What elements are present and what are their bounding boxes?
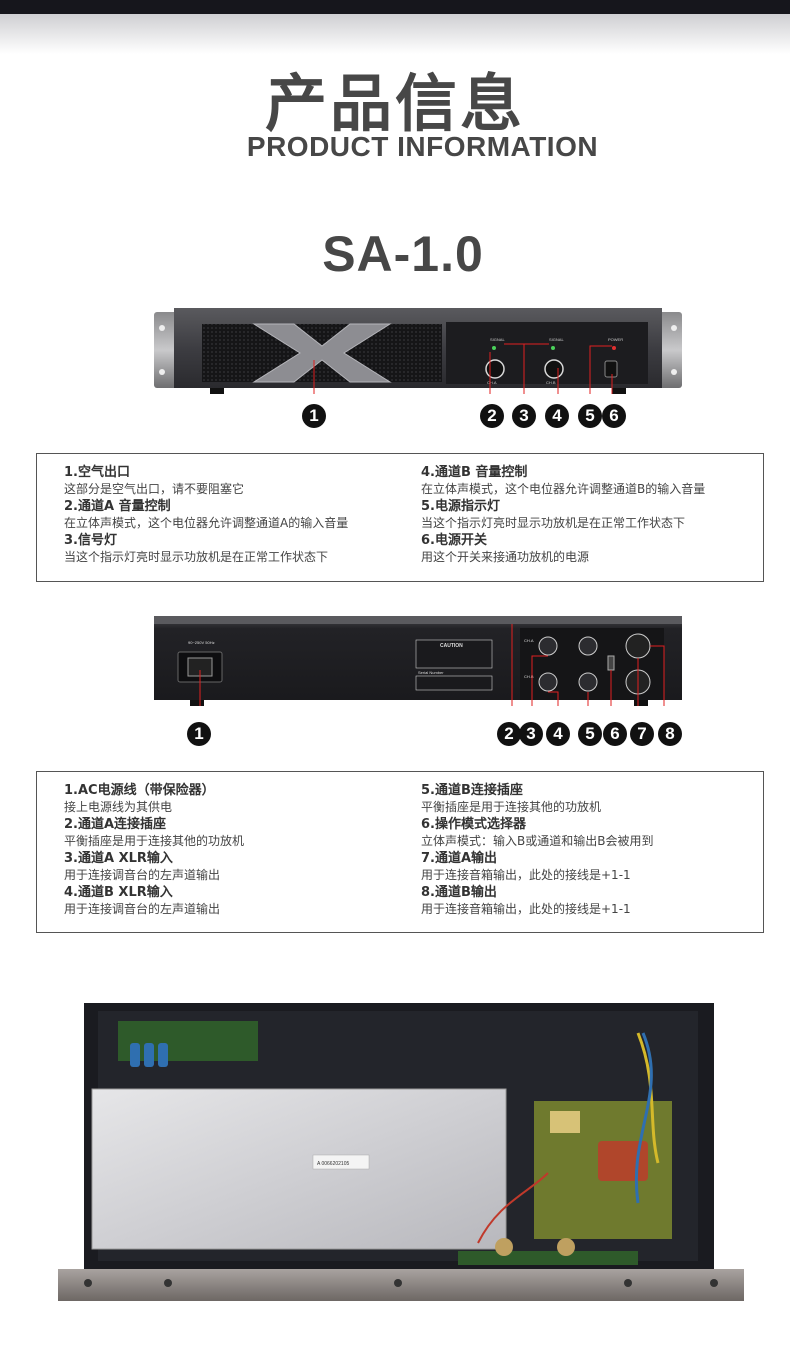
callout-badge: 6 xyxy=(603,722,627,746)
callout-badge: 5 xyxy=(578,722,602,746)
serial-number-label: Serial Number xyxy=(418,670,444,675)
page-title: 产品信息 xyxy=(264,67,525,140)
feature-desc: 用这个开关来接通功放机的电源 xyxy=(421,550,590,564)
feature-title: 6.操作模式选择器 xyxy=(421,817,526,832)
callout-badge: 4 xyxy=(546,722,570,746)
feature-desc: 接上电源线为其供电 xyxy=(64,800,173,814)
back-ch-a-label: CH.A xyxy=(524,638,534,643)
feature-desc: 立体声模式：输入B或通道和输出B会被用到 xyxy=(421,834,654,848)
power-label: POWER xyxy=(608,337,623,342)
amplifier-front-panel: SIGNAL SIGNAL POWER CH.A CH.B xyxy=(154,308,682,394)
ch-a-label: CH.A xyxy=(487,380,497,385)
feature-desc: 当这个指示灯亮时显示功放机是在正常工作状态下 xyxy=(421,516,686,530)
serial-number-box xyxy=(415,675,493,691)
front-desc-right-column: 4.通道B 音量控制 在立体声模式，这个电位器允许调整通道B的输入音量 5.电源… xyxy=(421,464,705,566)
power-switch xyxy=(604,360,618,378)
callout-badge: 6 xyxy=(602,404,626,428)
feature-title: 5.通道B连接插座 xyxy=(421,783,523,798)
feature-title: 2.通道A连接插座 xyxy=(64,817,167,832)
feature-title: 5.电源指示灯 xyxy=(421,499,500,514)
feature-desc: 在立体声模式，这个电位器允许调整通道A的输入音量 xyxy=(64,516,349,530)
module-label: A 0066202105 xyxy=(317,1161,349,1167)
feature-desc: 平衡插座是用于连接其他的功放机 xyxy=(64,834,245,848)
top-band-shadow xyxy=(0,14,790,54)
feature-title: 3.通道A XLR输入 xyxy=(64,851,173,866)
feature-desc: 这部分是空气出口，请不要阻塞它 xyxy=(64,482,245,496)
callout-badge: 2 xyxy=(497,722,521,746)
back-panel-description: 1.AC电源线（带保险器） 接上电源线为其供电 2.通道A连接插座 平衡插座是用… xyxy=(36,771,764,933)
signal-led-b xyxy=(551,346,555,350)
power-module-cover xyxy=(91,1088,507,1250)
xlr-jack-a xyxy=(538,636,558,656)
signal-label-a: SIGNAL xyxy=(490,337,505,342)
x-logo-vent xyxy=(252,323,392,383)
back-desc-right-column: 5.通道B连接插座 平衡插座是用于连接其他的功放机 6.操作模式选择器 立体声模… xyxy=(421,782,653,918)
signal-led-a xyxy=(492,346,496,350)
amplifier-back-panel: 90~250V 50Hz CAUTION Serial Number CH.A … xyxy=(154,616,682,706)
feature-desc: 用于连接音箱输出，此处的接线是+1-1 xyxy=(421,902,631,916)
speakon-out-a xyxy=(625,633,651,659)
feature-title: 2.通道A 音量控制 xyxy=(64,499,171,514)
callout-badge: 3 xyxy=(519,722,543,746)
signal-label-b: SIGNAL xyxy=(549,337,564,342)
feature-title: 7.通道A输出 xyxy=(421,851,498,866)
top-band xyxy=(0,0,790,14)
feature-desc: 平衡插座是用于连接其他的功放机 xyxy=(421,800,602,814)
mode-selector xyxy=(607,655,615,671)
feature-title: 1.AC电源线（带保险器） xyxy=(64,783,215,798)
xlr-link-a xyxy=(578,636,598,656)
power-led xyxy=(612,346,616,350)
caution-title: CAUTION xyxy=(440,643,463,649)
callout-badge: 4 xyxy=(545,404,569,428)
feature-title: 3.信号灯 xyxy=(64,533,117,548)
front-desc-left-column: 1.空气出口 这部分是空气出口，请不要阻塞它 2.通道A 音量控制 在立体声模式… xyxy=(64,464,348,566)
back-callout-lines xyxy=(199,624,665,706)
feature-title: 4.通道B XLR输入 xyxy=(64,885,173,900)
callout-badge: 7 xyxy=(630,722,654,746)
amplifier-interior-photo: A 0066202105 xyxy=(58,1003,744,1301)
input-pcb xyxy=(118,1021,258,1061)
ch-b-label: CH.B xyxy=(546,380,556,385)
feature-desc: 用于连接音箱输出，此处的接线是+1-1 xyxy=(421,868,631,882)
callout-badge: 5 xyxy=(578,404,602,428)
feature-title: 6.电源开关 xyxy=(421,533,487,548)
front-callout-lines xyxy=(313,343,613,394)
volume-knob-a xyxy=(485,359,505,379)
callout-badge: 2 xyxy=(480,404,504,428)
caution-label xyxy=(415,639,493,669)
callout-badge: 3 xyxy=(512,404,536,428)
feature-desc: 用于连接调音台的左声道输出 xyxy=(64,902,221,916)
xlr-link-b xyxy=(578,672,598,692)
volume-knob-b xyxy=(544,359,564,379)
module-sticker xyxy=(312,1154,370,1170)
feature-title: 8.通道B输出 xyxy=(421,885,497,900)
feature-title: 1.空气出口 xyxy=(64,465,130,480)
callout-badge: 1 xyxy=(187,722,211,746)
xlr-jack-b xyxy=(538,672,558,692)
callout-badge: 1 xyxy=(302,404,326,428)
voltage-label: 90~250V 50Hz xyxy=(188,640,215,645)
callout-badge: 8 xyxy=(658,722,682,746)
page-subtitle: PRODUCT INFORMATION xyxy=(246,131,599,162)
back-ch-b-label: CH.B xyxy=(524,674,534,679)
model-name: SA-1.0 xyxy=(322,226,484,282)
feature-desc: 用于连接调音台的左声道输出 xyxy=(64,868,221,882)
back-desc-left-column: 1.AC电源线（带保险器） 接上电源线为其供电 2.通道A连接插座 平衡插座是用… xyxy=(64,782,244,918)
feature-desc: 当这个指示灯亮时显示功放机是在正常工作状态下 xyxy=(64,550,329,564)
feature-desc: 在立体声模式，这个电位器允许调整通道B的输入音量 xyxy=(421,482,706,496)
front-panel-description: 1.空气出口 这部分是空气出口，请不要阻塞它 2.通道A 音量控制 在立体声模式… xyxy=(36,453,764,582)
feature-title: 4.通道B 音量控制 xyxy=(421,465,528,480)
